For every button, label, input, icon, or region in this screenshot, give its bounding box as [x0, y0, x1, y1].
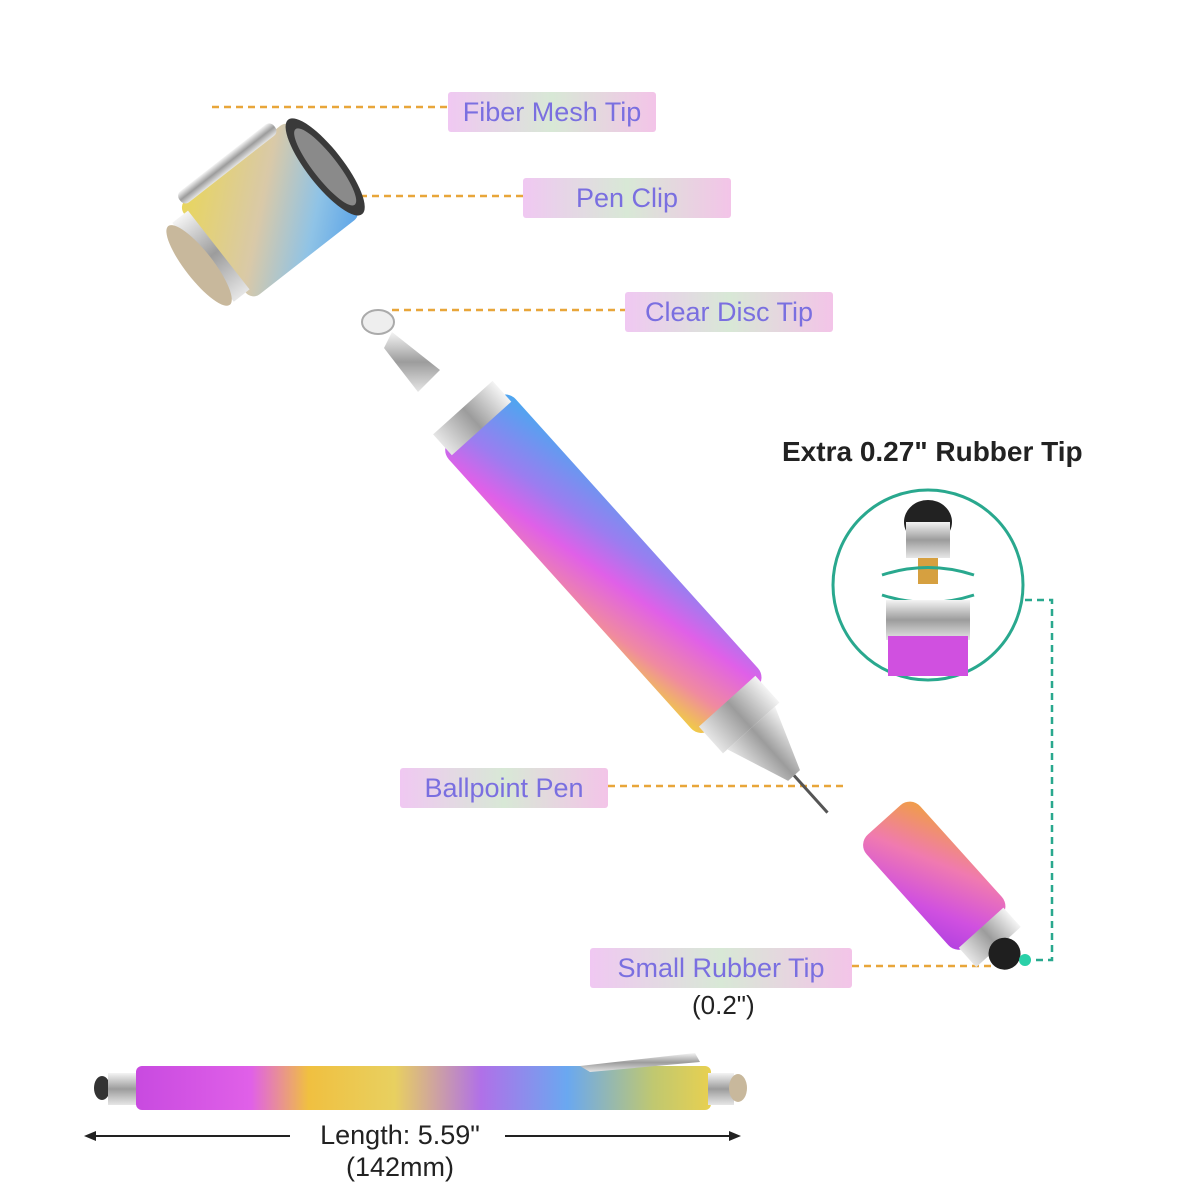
assembled-pen [94, 1053, 747, 1110]
small-rubber-tip-size: (0.2") [692, 990, 755, 1020]
rubber-tip-inset [831, 488, 1025, 682]
pen-cap [166, 118, 365, 306]
extra-tip-caption: Extra 0.27" Rubber Tip [782, 436, 1083, 467]
clear-disc-tip-label: Clear Disc Tip [625, 292, 833, 332]
pen-clip-label: Pen Clip [523, 178, 731, 218]
length-label: Length: 5.59" [320, 1120, 480, 1150]
length-mm-label: (142mm) [345, 1152, 454, 1182]
ballpoint-pen-label: Ballpoint Pen [400, 768, 608, 808]
pen-body [433, 380, 829, 814]
rubber-tip-cap [863, 801, 1021, 970]
clear-disc-tip [361, 309, 440, 392]
small-rubber-tip-label: Small Rubber Tip [590, 948, 852, 988]
fiber-mesh-tip-label: Fiber Mesh Tip [448, 92, 656, 132]
length-dimension [84, 1131, 741, 1141]
inset-connector-line [1025, 598, 1054, 962]
small-rubber-tip-marker [1019, 954, 1031, 966]
